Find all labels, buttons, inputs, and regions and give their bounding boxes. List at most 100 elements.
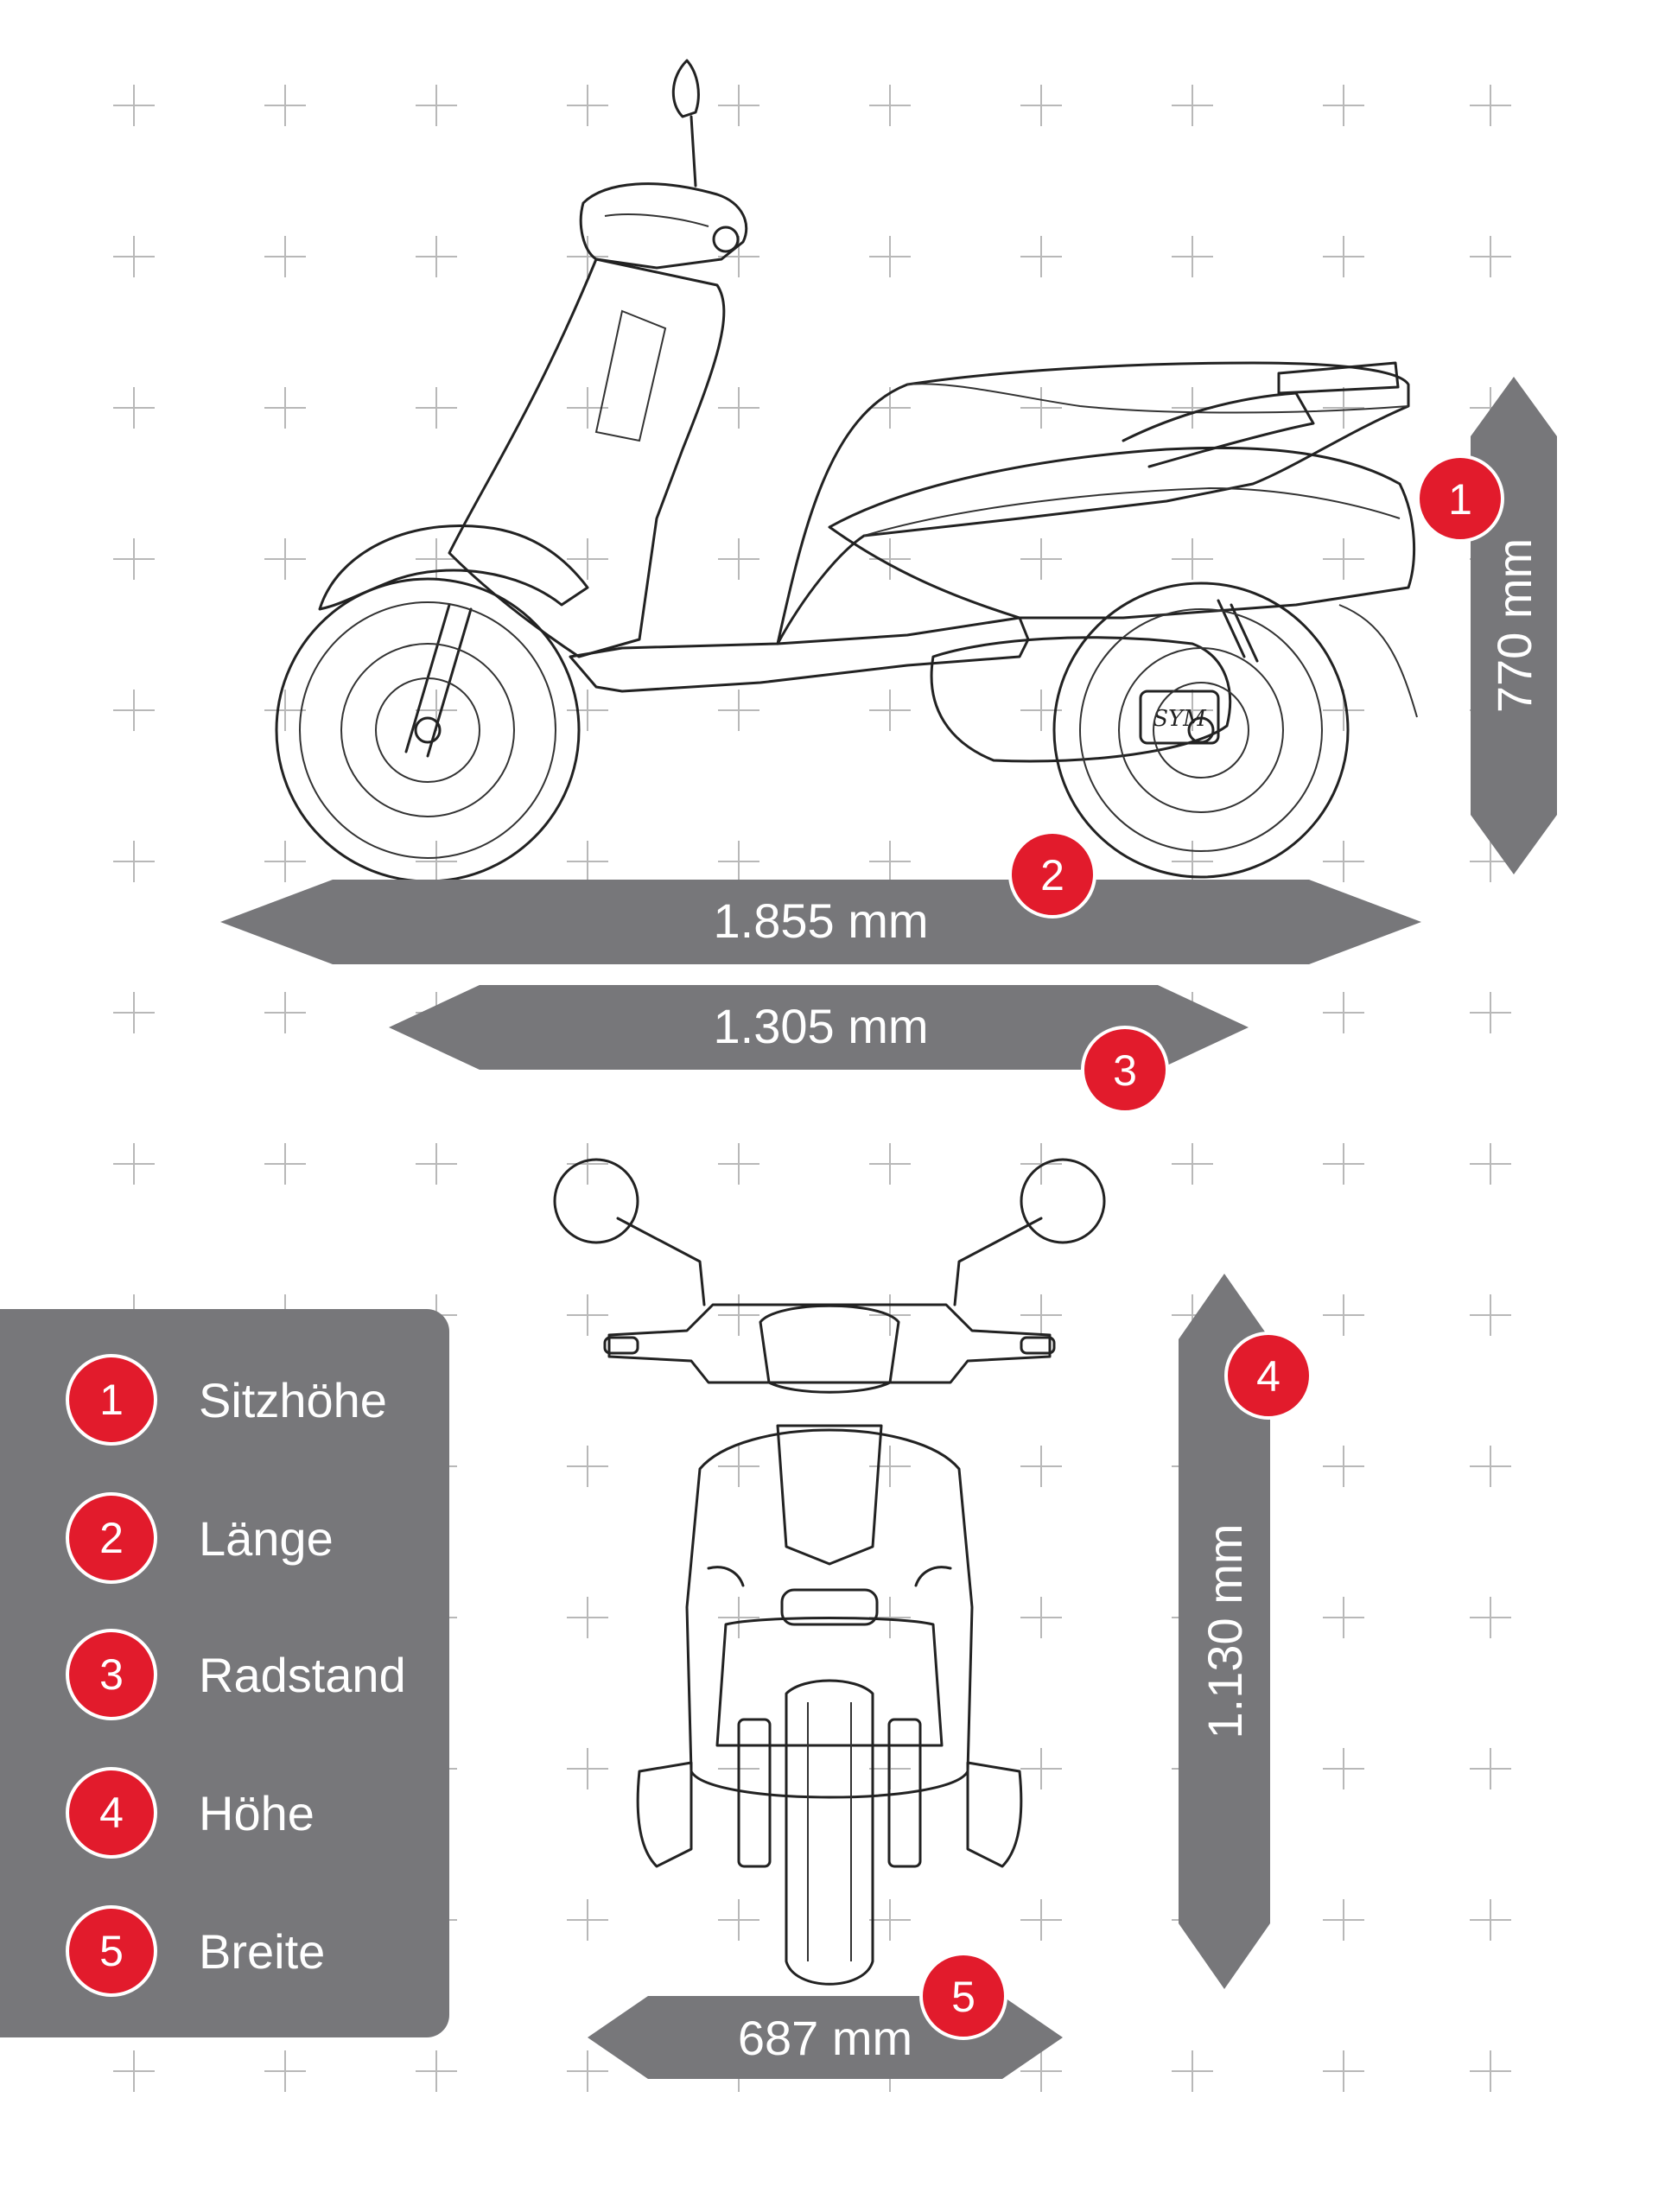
grid-plus-mark [264,2050,306,2092]
grid-plus-mark [113,538,155,580]
grid-plus-mark [869,85,911,126]
legend-number: 1 [69,1357,154,1442]
dimension-seat-height: 770 mm [1471,377,1557,874]
grid-plus-mark [869,841,911,882]
grid-plus-mark [567,1446,608,1487]
grid-plus-mark [1020,1143,1062,1185]
grid-plus-mark [1020,236,1062,277]
svg-text:1: 1 [1448,475,1472,524]
svg-text:5: 5 [951,1973,975,2021]
grid-plus-mark [113,236,155,277]
grid-plus-mark [416,2050,457,2092]
legend-number: 2 [69,1496,154,1580]
grid-plus-mark [869,1143,911,1185]
legend-label: Radstand [199,1647,406,1702]
grid-plus-mark [264,85,306,126]
grid-plus-mark [264,690,306,731]
grid-plus-mark [1020,1748,1062,1789]
grid-plus-mark [1020,538,1062,580]
grid-plus-mark [264,538,306,580]
grid-plus-mark [1470,1446,1511,1487]
grid-plus-mark [1323,1143,1364,1185]
legend-item: 1 Sitzhöhe [69,1357,387,1443]
grid-plus-mark [567,85,608,126]
grid-plus-mark [1020,1899,1062,1941]
grid-plus-mark [869,1899,911,1941]
grid-plus-mark [1020,387,1062,429]
grid-plus-mark [1470,1899,1511,1941]
grid-plus-mark [869,538,911,580]
wheelbase-value: 1.305 mm [714,999,929,1053]
grid-plus-mark [1323,85,1364,126]
svg-text:2: 2 [1040,851,1064,899]
grid-plus-mark [567,2050,608,2092]
grid-plus-mark [718,1597,759,1638]
grid-plus-mark [113,690,155,731]
grid-plus-mark [869,690,911,731]
grid-plus-mark [1470,1748,1511,1789]
grid-plus-mark [869,236,911,277]
length-value: 1.855 mm [714,893,929,948]
grid-plus-mark [869,1446,911,1487]
grid-plus-mark [567,1748,608,1789]
grid-plus-mark [1470,841,1511,882]
grid-plus-mark [718,1143,759,1185]
grid-plus-mark [113,85,155,126]
grid-plus-mark [567,236,608,277]
grid-plus-mark [718,841,759,882]
marker-1: 1 [1416,454,1504,543]
grid-plus-mark [1323,1294,1364,1336]
marker-4: 4 [1224,1332,1312,1420]
grid-plus-mark [1323,387,1364,429]
grid-plus-mark [1323,841,1364,882]
legend-label: Breite [199,1923,326,1979]
legend-number: 5 [69,1909,154,1993]
grid-plus-mark [1172,85,1213,126]
grid-plus-mark [264,992,306,1033]
grid-plus-mark [1470,236,1511,277]
grid-plus-mark [1470,85,1511,126]
grid-plus-mark [1323,1899,1364,1941]
grid-plus-mark [1020,1446,1062,1487]
legend-item: 2 Länge [69,1495,334,1581]
dimension-wheelbase: 1.305 mm [389,985,1249,1070]
grid-plus-mark [567,1143,608,1185]
grid-plus-mark [1172,841,1213,882]
grid-plus-mark [416,85,457,126]
grid-plus-mark [718,1899,759,1941]
grid-plus-mark [567,1597,608,1638]
grid-plus-mark [264,236,306,277]
grid-plus-mark [1470,992,1511,1033]
grid-plus-mark [1172,690,1213,731]
grid-plus-mark [567,1899,608,1941]
grid-plus-mark [113,387,155,429]
grid-plus-mark [718,1446,759,1487]
marker-3: 3 [1081,1026,1169,1114]
seat-height-value: 770 mm [1487,538,1541,713]
legend-item: 4 Höhe [69,1770,315,1856]
grid-plus-mark [264,841,306,882]
grid-plus-mark [718,387,759,429]
grid-plus-mark [567,841,608,882]
grid-plus-mark [1323,538,1364,580]
grid-plus-mark [1323,1748,1364,1789]
grid-plus-mark [113,1143,155,1185]
grid-plus-mark [1323,2050,1364,2092]
grid-plus-mark [1323,1597,1364,1638]
grid-plus-mark [1020,2050,1062,2092]
legend-item: 5 Breite [69,1908,325,1994]
dimension-height: 1.130 mm [1179,1274,1270,1989]
legend-panel: 1 Sitzhöhe 2 Länge 3 Radstand 4 Höhe 5 B… [0,1309,449,2037]
grid-plus-mark [718,690,759,731]
grid-plus-mark [113,2050,155,2092]
grid-plus-mark [1470,1294,1511,1336]
grid-plus-mark [1470,2050,1511,2092]
grid-plus-mark [416,1143,457,1185]
svg-text:4: 4 [1256,1352,1281,1401]
grid-plus-mark [113,841,155,882]
grid-plus-mark [1323,236,1364,277]
grid-plus-mark [1172,538,1213,580]
width-value: 687 mm [738,2011,912,2065]
grid-plus-mark [264,387,306,429]
grid-plus-mark [416,236,457,277]
